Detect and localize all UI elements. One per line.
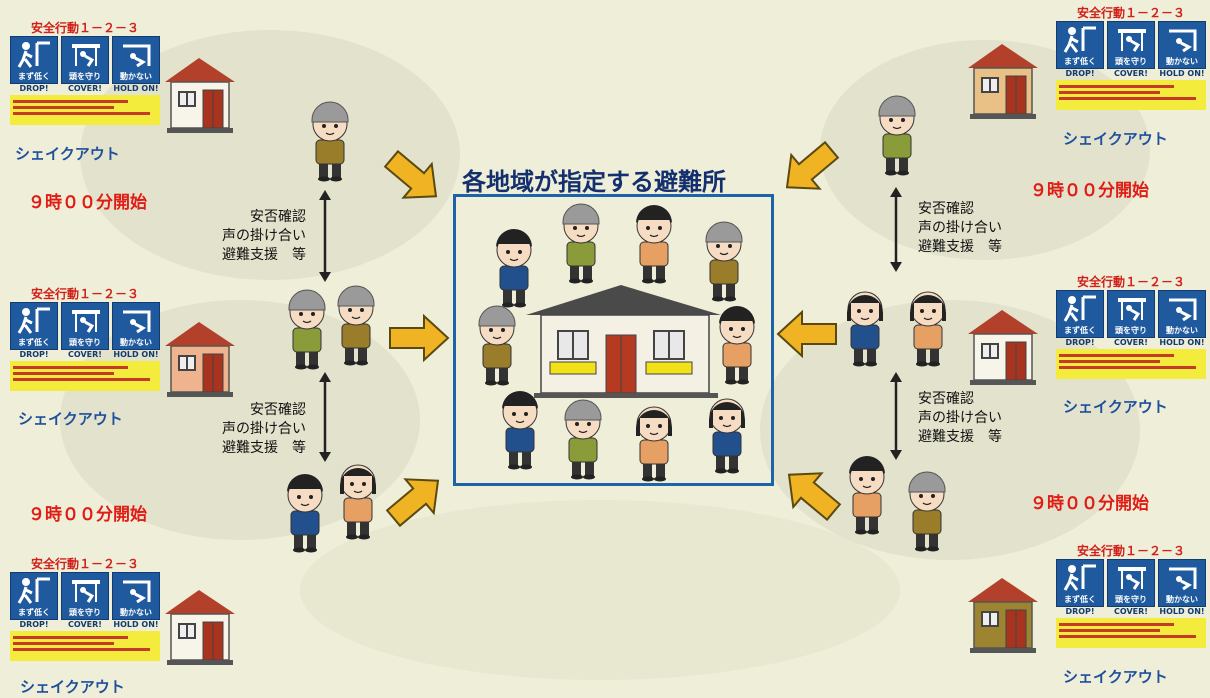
confirm-text-left-top: 安否確認声の掛け合い避難支援 等 <box>222 209 306 263</box>
drop-icon: まず低く <box>1056 290 1104 338</box>
safety-card: 安全行動１－２－３ まず低く 頭を守り 動かない DROP! COVER! HOLD ON! <box>1056 274 1206 379</box>
shake-out-label: シェイクアウト <box>15 145 120 163</box>
card-icon-label: 動かない <box>1166 326 1198 335</box>
card-icon-label: 頭を守り <box>69 338 101 347</box>
card-icon-label: 頭を守り <box>69 608 101 617</box>
card-en-label: COVER! <box>1114 69 1148 78</box>
card-en-label: HOLD ON! <box>113 350 159 359</box>
card-en-label: HOLD ON! <box>1159 338 1205 347</box>
card-icon-label: まず低く <box>1064 595 1096 604</box>
drop-icon: まず低く <box>1056 21 1104 69</box>
card-icon-label: 動かない <box>120 72 152 81</box>
card-en-label: COVER! <box>68 350 102 359</box>
start-time-left-bottom: ９時００分開始 <box>28 505 147 525</box>
card-title: 安全行動１－２－３ <box>1076 544 1185 558</box>
card-title: 安全行動１－２－３ <box>30 287 139 301</box>
card-en-label: COVER! <box>1114 607 1148 616</box>
safety-card: 安全行動１－２－３ まず低く 頭を守り 動かない DROP! COVER! HOLD ON! <box>1056 543 1206 648</box>
hold-icon: 動かない <box>1158 559 1206 607</box>
card-en-label: DROP! <box>19 620 49 629</box>
shelter-title: 各地域が指定する避難所 <box>462 168 726 196</box>
drop-icon: まず低く <box>10 572 58 620</box>
card-icon-label: 頭を守り <box>1115 326 1147 335</box>
safety-card: 安全行動１－２－３ まず低く 頭を守り 動かない DROP! COVER! HOLD ON! <box>1056 5 1206 110</box>
card-icon-label: 頭を守り <box>69 72 101 81</box>
safety-card: 安全行動１－２－３ まず低く 頭を守り 動かない DROP! COVER! HOLD ON! <box>10 286 160 391</box>
card-note <box>1056 80 1206 110</box>
card-icon-label: まず低く <box>1064 326 1096 335</box>
drop-icon: まず低く <box>10 36 58 84</box>
arrow-right-icon <box>389 313 450 363</box>
confirm-text-right-bottom: 安否確認声の掛け合い避難支援 等 <box>918 391 1002 445</box>
hold-icon: 動かない <box>1158 21 1206 69</box>
cover-icon: 頭を守り <box>61 572 109 620</box>
shake-out-label: シェイクアウト <box>20 678 125 696</box>
card-en-label: COVER! <box>1114 338 1148 347</box>
card-icon-label: 動かない <box>1166 595 1198 604</box>
card-en-label: DROP! <box>19 84 49 93</box>
card-title: 安全行動１－２－３ <box>30 557 139 571</box>
cover-icon: 頭を守り <box>61 302 109 350</box>
confirm-text-right-top: 安否確認声の掛け合い避難支援 等 <box>918 201 1002 255</box>
card-icon-label: 動かない <box>120 338 152 347</box>
card-title: 安全行動１－２－３ <box>1076 275 1185 289</box>
shake-out-label: シェイクアウト <box>1063 398 1168 416</box>
shelter-box <box>453 194 774 486</box>
cover-icon: 頭を守り <box>1107 290 1155 338</box>
house-icon <box>968 578 1038 653</box>
drop-icon: まず低く <box>1056 559 1104 607</box>
shake-out-label: シェイクアウト <box>18 410 123 428</box>
card-title: 安全行動１－２－３ <box>1076 6 1185 20</box>
start-time-right-top: ９時００分開始 <box>1030 181 1149 201</box>
card-en-label: COVER! <box>68 84 102 93</box>
hold-icon: 動かない <box>1158 290 1206 338</box>
card-note <box>10 361 160 391</box>
card-title: 安全行動１－２－３ <box>30 21 139 35</box>
card-note <box>10 95 160 125</box>
card-icon-label: まず低く <box>18 608 50 617</box>
card-note <box>1056 618 1206 648</box>
card-en-label: HOLD ON! <box>1159 607 1205 616</box>
card-icon-label: 動かない <box>1166 57 1198 66</box>
card-note <box>10 631 160 661</box>
safety-card: 安全行動１－２－３ まず低く 頭を守り 動かない DROP! COVER! HOLD ON! <box>10 556 160 661</box>
card-en-label: HOLD ON! <box>113 84 159 93</box>
confirm-text-left-bottom: 安否確認声の掛け合い避難支援 等 <box>222 402 306 456</box>
card-en-label: DROP! <box>1065 338 1095 347</box>
card-icon-label: 頭を守り <box>1115 595 1147 604</box>
card-icon-label: 動かない <box>120 608 152 617</box>
card-en-label: HOLD ON! <box>1159 69 1205 78</box>
drop-icon: まず低く <box>10 302 58 350</box>
card-en-label: DROP! <box>1065 607 1095 616</box>
card-icon-label: 頭を守り <box>1115 57 1147 66</box>
card-en-label: DROP! <box>1065 69 1095 78</box>
safety-card: 安全行動１－２－３ まず低く 頭を守り 動かない DROP! COVER! HOLD ON! <box>10 20 160 125</box>
card-icon-label: まず低く <box>1064 57 1096 66</box>
card-icon-label: まず低く <box>18 338 50 347</box>
card-en-label: COVER! <box>68 620 102 629</box>
hold-icon: 動かない <box>112 572 160 620</box>
start-time-left-top: ９時００分開始 <box>28 193 147 213</box>
card-en-label: HOLD ON! <box>113 620 159 629</box>
hold-icon: 動かない <box>112 36 160 84</box>
cover-icon: 頭を守り <box>61 36 109 84</box>
card-note <box>1056 349 1206 379</box>
cover-icon: 頭を守り <box>1107 21 1155 69</box>
card-en-label: DROP! <box>19 350 49 359</box>
hold-icon: 動かない <box>112 302 160 350</box>
house-icon <box>165 590 235 665</box>
shake-out-label: シェイクアウト <box>1063 668 1168 686</box>
shake-out-label: シェイクアウト <box>1063 130 1168 148</box>
shelter-building-icon <box>526 285 721 398</box>
card-icon-label: まず低く <box>18 72 50 81</box>
start-time-right-bottom: ９時００分開始 <box>1030 494 1149 514</box>
cover-icon: 頭を守り <box>1107 559 1155 607</box>
